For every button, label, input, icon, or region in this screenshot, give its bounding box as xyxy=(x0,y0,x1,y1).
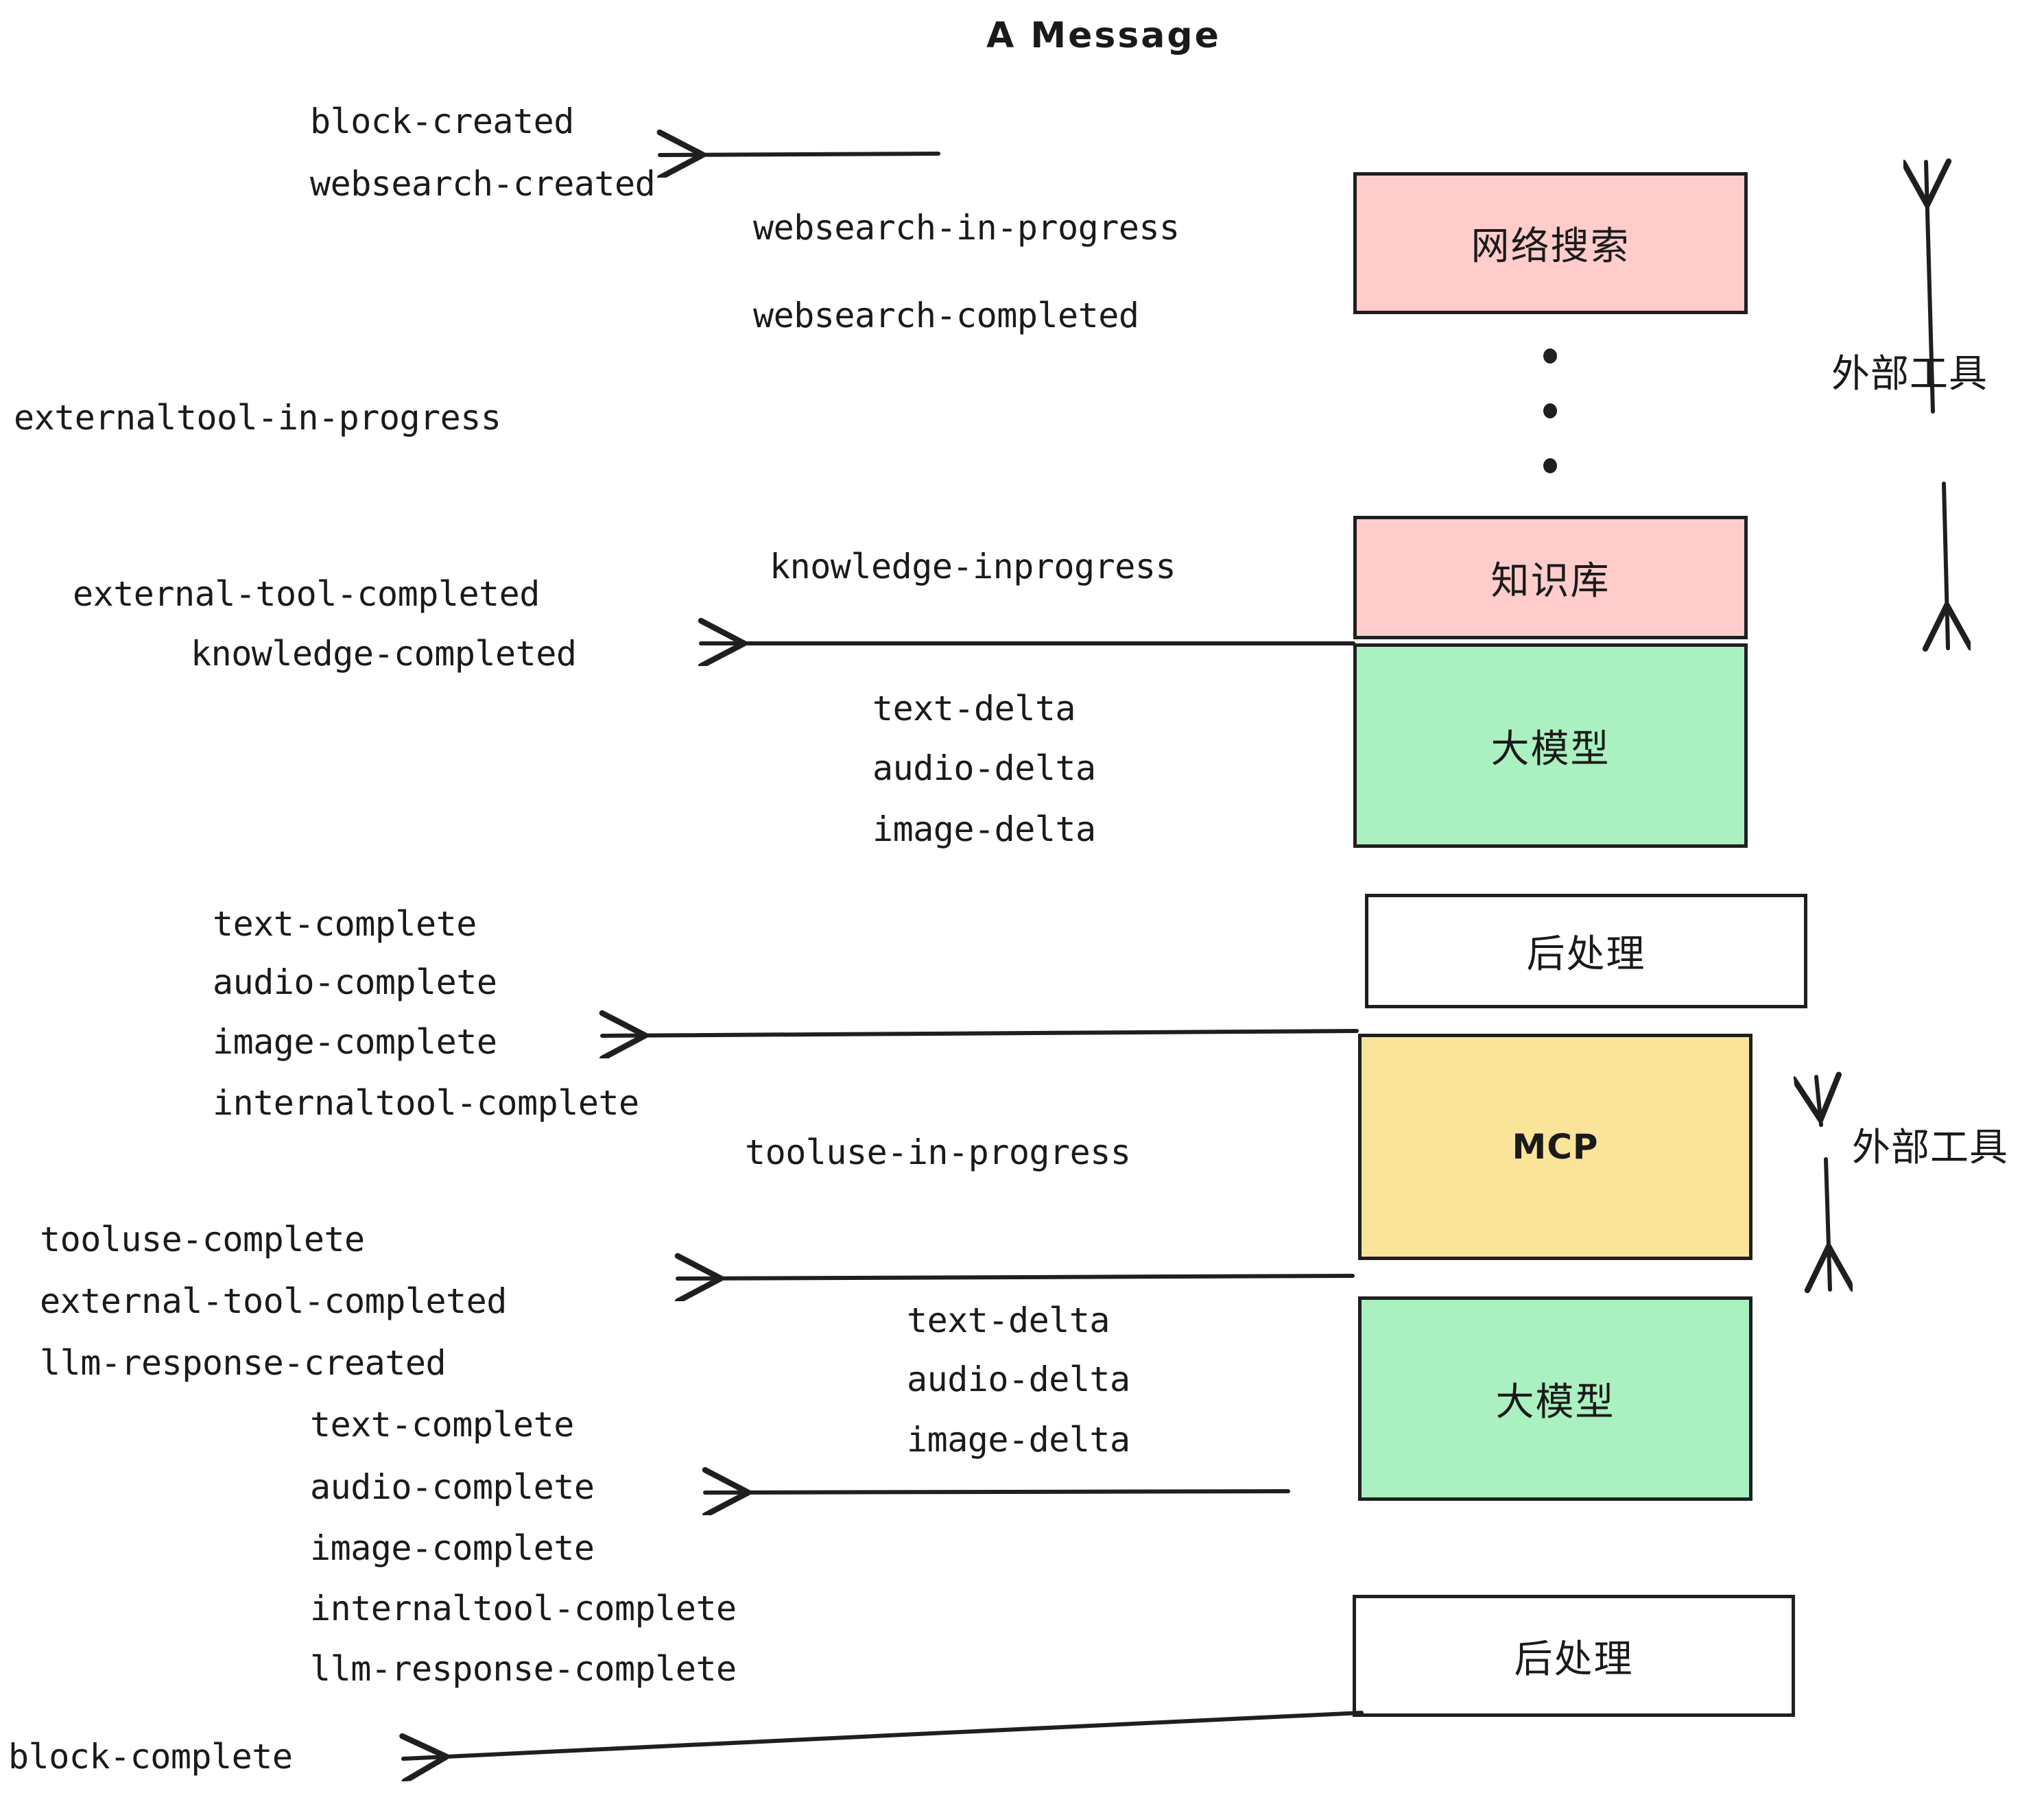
box-mcp-label: MCP xyxy=(1512,1127,1599,1167)
event-image-complete-2: image-complete xyxy=(310,1528,595,1568)
event-internaltool-complete-1: internaltool-complete xyxy=(213,1083,639,1123)
event-knowledge-completed: knowledge-completed xyxy=(191,634,577,674)
event-external-tool-completed-2: external-tool-completed xyxy=(40,1281,507,1321)
box-llm-1[interactable]: 大模型 xyxy=(1353,643,1748,848)
event-llm-response-complete: llm-response-complete xyxy=(310,1649,737,1689)
box-websearch-label: 网络搜索 xyxy=(1471,224,1630,269)
box-llm-2-label: 大模型 xyxy=(1495,1379,1615,1425)
ellipsis-dot-2 xyxy=(1543,403,1557,418)
event-websearch-completed: websearch-completed xyxy=(753,296,1139,335)
event-internaltool-complete-2: internaltool-complete xyxy=(310,1589,737,1628)
arrow-postprocess2-to-block-complete xyxy=(403,1711,1364,1759)
arrow-postprocess1-to-events xyxy=(602,1031,1359,1036)
event-image-delta-2: image-delta xyxy=(907,1420,1130,1460)
event-text-complete-1: text-complete xyxy=(213,904,477,944)
event-text-delta-1: text-delta xyxy=(872,689,1076,728)
arrow-websearch-to-events xyxy=(660,154,940,155)
event-text-delta-2: text-delta xyxy=(907,1301,1110,1340)
event-audio-delta-1: audio-delta xyxy=(872,748,1096,788)
event-image-delta-1: image-delta xyxy=(872,809,1096,849)
event-tooluse-complete: tooluse-complete xyxy=(40,1220,365,1259)
box-knowledge[interactable]: 知识库 xyxy=(1353,516,1748,639)
arrow-mcp-to-events xyxy=(678,1276,1355,1279)
page-title: A Message xyxy=(986,15,1221,56)
arrow-llm2-to-events xyxy=(705,1491,1290,1493)
event-knowledge-inprogress: knowledge-inprogress xyxy=(770,547,1176,586)
event-externaltool-in-progress: externaltool-in-progress xyxy=(14,398,501,438)
ellipsis-dot-1 xyxy=(1543,348,1557,364)
box-llm-2[interactable]: 大模型 xyxy=(1358,1296,1752,1501)
box-postprocess-2[interactable]: 后处理 xyxy=(1353,1595,1795,1717)
event-external-tool-completed-1: external-tool-completed xyxy=(73,574,540,614)
box-postprocess-1[interactable]: 后处理 xyxy=(1365,894,1807,1008)
box-postprocess-1-label: 后处理 xyxy=(1526,932,1646,977)
event-audio-delta-2: audio-delta xyxy=(907,1360,1130,1399)
event-image-complete-1: image-complete xyxy=(213,1022,497,1062)
box-llm-1-label: 大模型 xyxy=(1490,726,1611,772)
event-audio-complete-2: audio-complete xyxy=(310,1467,595,1507)
ellipsis-dot-3 xyxy=(1543,458,1557,473)
event-block-created: block-created xyxy=(310,102,574,141)
event-text-complete-2: text-complete xyxy=(310,1405,574,1445)
box-websearch[interactable]: 网络搜索 xyxy=(1353,172,1748,314)
arrow-external-tool-down-bottom xyxy=(1826,1157,1830,1290)
box-postprocess-2-label: 后处理 xyxy=(1514,1637,1634,1682)
box-knowledge-label: 知识库 xyxy=(1490,558,1611,604)
event-block-complete: block-complete xyxy=(8,1737,293,1777)
event-websearch-created: websearch-created xyxy=(310,164,656,204)
event-websearch-in-progress: websearch-in-progress xyxy=(753,208,1180,248)
event-tooluse-in-progress: tooluse-in-progress xyxy=(745,1132,1131,1172)
event-llm-response-created: llm-response-created xyxy=(40,1343,447,1383)
box-mcp[interactable]: MCP xyxy=(1358,1034,1752,1260)
event-audio-complete-1: audio-complete xyxy=(213,962,497,1002)
arrow-external-tool-up-bottom xyxy=(1816,1077,1821,1127)
side-label-external-tool-top: 外部工具 xyxy=(1831,352,1988,396)
side-label-external-tool-bottom: 外部工具 xyxy=(1852,1126,2008,1170)
arrow-external-tool-down-top xyxy=(1944,482,1948,648)
